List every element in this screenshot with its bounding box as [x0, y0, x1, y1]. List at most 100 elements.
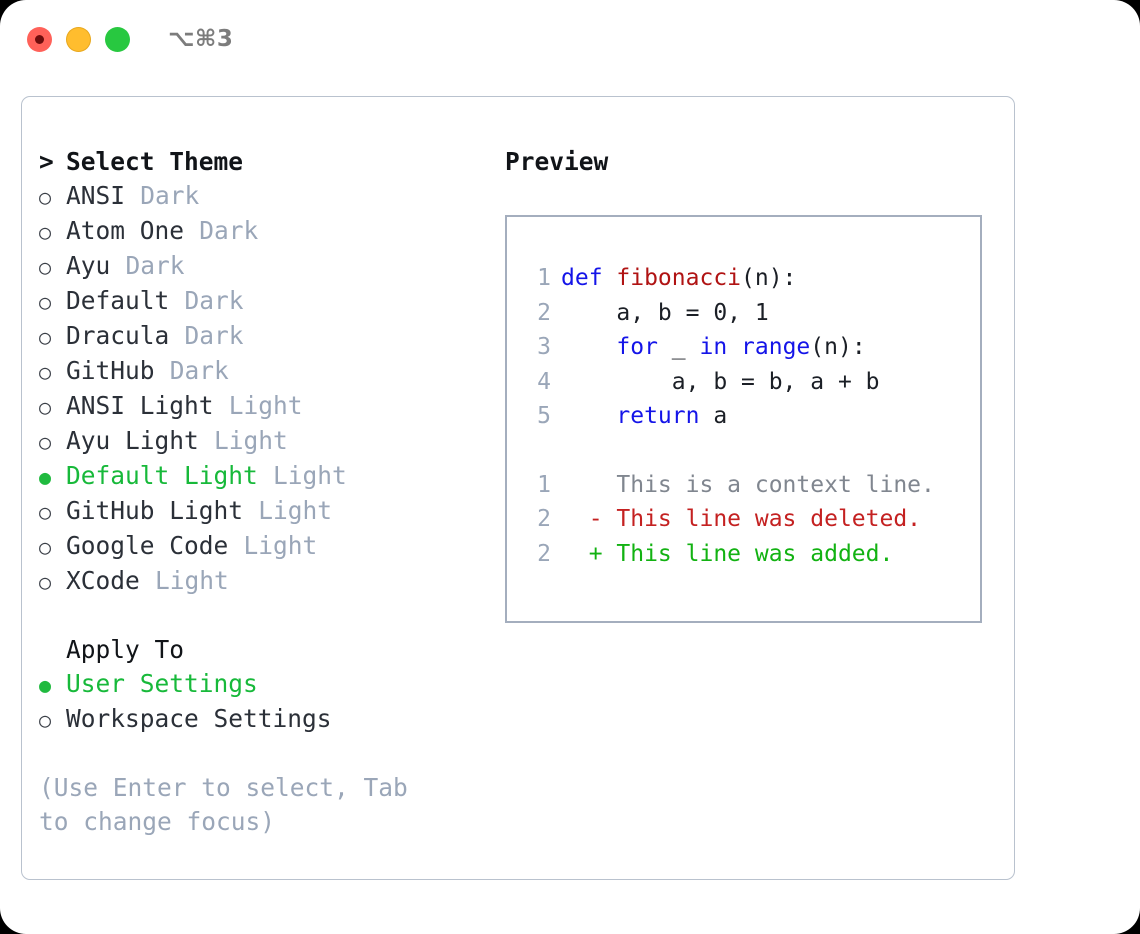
diff-marker [561, 472, 603, 498]
line-number: 3 [537, 334, 551, 360]
token-kw: range [741, 334, 811, 360]
theme-name: GitHub [66, 356, 155, 385]
token-plain [561, 334, 616, 360]
radio-empty-icon: ○ [39, 220, 52, 244]
line-number: 4 [537, 368, 551, 395]
radio-empty-icon: ○ [39, 430, 52, 454]
preview-heading: Preview [505, 147, 609, 176]
keyboard-hint-text: (Use Enter to select, Tab to change focu… [39, 773, 408, 836]
code-text: def fibonacci(n): [561, 261, 796, 296]
theme-name: Ayu [66, 251, 111, 280]
theme-name: Ayu Light [66, 426, 199, 455]
close-button[interactable] [27, 26, 52, 52]
theme-name: GitHub Light [66, 496, 244, 525]
theme-variant-tag: Dark [140, 181, 200, 210]
radio-empty-icon: ○ [39, 325, 52, 349]
caret-icon: > [39, 147, 54, 176]
diff-line-ctx: 1 This is a context line. [525, 468, 980, 503]
radio-empty-icon: ○ [39, 570, 52, 594]
diff-content: This is a context line. [602, 471, 935, 498]
theme-name: ANSI Light [66, 391, 214, 420]
theme-variant-tag: Dark [125, 251, 185, 280]
line-number: 2 [537, 540, 551, 567]
radio-selected-icon: ● [39, 465, 52, 489]
code-line: 2 a, b = 0, 1 [525, 296, 980, 331]
code-line: 3 for _ in range(n): [525, 330, 980, 365]
select-theme-heading: > Select Theme [39, 145, 484, 179]
diff-line-del: 2 - This line was deleted. [525, 502, 980, 537]
theme-name: Default [66, 286, 170, 315]
apply-to-option-workspace-settings[interactable]: ○ Workspace Settings [39, 702, 484, 737]
theme-variant-tag: Light [272, 461, 347, 490]
theme-variant-tag: Dark [184, 321, 244, 350]
select-theme-label: Select Theme [66, 147, 244, 176]
token-kw: def [561, 265, 617, 291]
token-kw: return [616, 403, 700, 429]
radio-empty-icon: ○ [39, 535, 52, 559]
radio-empty-icon: ○ [39, 708, 52, 732]
diff-content: This line was deleted. [602, 506, 922, 532]
token-kw: for [616, 334, 658, 360]
apply-to-heading: Apply To [66, 635, 185, 664]
theme-variant-tag: Light [258, 496, 332, 525]
theme-option-default-light[interactable]: ● Default Light Light [39, 459, 484, 494]
apply-to-label: Workspace Settings [66, 704, 332, 733]
radio-empty-icon: ○ [39, 360, 52, 384]
diff-marker: - [561, 506, 603, 532]
token-plain: (n): [741, 265, 797, 291]
token-kw: in [699, 334, 728, 360]
radio-empty-icon: ○ [39, 395, 52, 419]
token-plain: a, b = 0, 1 [561, 299, 769, 326]
line-number: 1 [537, 471, 551, 498]
theme-variant-tag: Light [154, 566, 229, 595]
token-plain [561, 403, 616, 429]
diff-marker: + [561, 540, 603, 567]
code-line: 4 a, b = b, a + b [525, 365, 980, 400]
code-text: return a [561, 399, 727, 434]
line-number: 2 [537, 299, 551, 326]
diff-content: This line was added. [602, 540, 894, 567]
apply-to-label: User Settings [66, 669, 258, 698]
line-number: 5 [537, 403, 551, 429]
traffic-lights [27, 26, 130, 52]
token-plain: a [699, 403, 728, 429]
diff-sample: 1 This is a context line.2 - This line w… [525, 468, 980, 572]
token-plain: _ [657, 334, 700, 360]
apply-to-option-user-settings[interactable]: ● User Settings [39, 667, 484, 702]
theme-option-github[interactable]: ○ GitHub Dark [39, 354, 484, 389]
code-text: for _ in range(n): [561, 330, 865, 365]
code-line: 5 return a [525, 399, 980, 434]
theme-option-ayu-light[interactable]: ○ Ayu Light Light [39, 424, 484, 459]
token-fn: fibonacci [616, 265, 742, 291]
minimize-button[interactable] [66, 26, 91, 52]
theme-variant-tag: Light [213, 426, 288, 455]
theme-option-dracula[interactable]: ○ Dracula Dark [39, 319, 484, 354]
token-plain [727, 334, 741, 360]
theme-name: Google Code [66, 531, 229, 560]
theme-variant-tag: Dark [169, 356, 229, 385]
maximize-button[interactable] [105, 26, 130, 52]
code-text: a, b = 0, 1 [561, 296, 769, 331]
diff-text: This is a context line. [561, 468, 935, 503]
theme-name: Dracula [66, 321, 170, 350]
radio-selected-icon: ● [39, 673, 52, 697]
code-diff-gap [525, 434, 980, 468]
apply-to-list: ● User Settings ○ Workspace Settings [39, 667, 484, 737]
theme-name: Default Light [66, 461, 258, 490]
diff-text: - This line was deleted. [561, 502, 921, 537]
